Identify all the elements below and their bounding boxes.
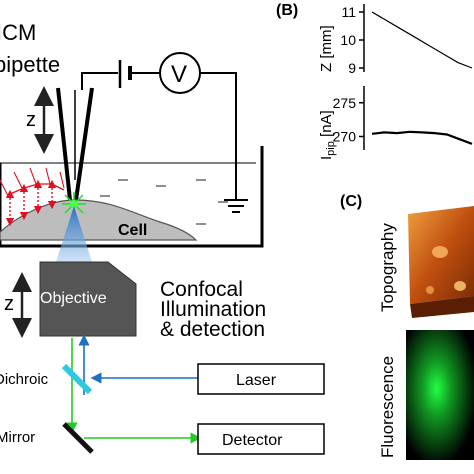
topography-image [408, 206, 474, 318]
laser-box [197, 363, 325, 395]
z-series-line [371, 11, 473, 69]
confocal-line3: & detection [160, 318, 265, 341]
current-series-line [371, 130, 473, 145]
z-tick-label: 11 [341, 4, 356, 20]
current-axis-unit: [nA] [318, 110, 335, 141]
panel-c: (C) Topography Fluorescence [340, 193, 474, 460]
z-axis-label: Z [mm] [318, 25, 335, 72]
pipette-title-line1: ICM [0, 20, 36, 45]
circuit-wire [81, 72, 118, 90]
pipette-left-wall [56, 87, 72, 201]
laser-label: Laser [236, 372, 277, 389]
fluorescence-spot [62, 192, 86, 216]
current-tick-label: 270 [333, 129, 357, 145]
z-tick-label: 9 [348, 60, 356, 76]
current-axis-label: Ipip [nA] [318, 110, 337, 160]
objective-lens [39, 261, 137, 337]
detector-box [197, 423, 325, 455]
cell-label: Cell [118, 222, 147, 239]
objective-label: Objective [40, 290, 107, 307]
panel-c-label: (C) [340, 193, 362, 210]
current-tick-label: 275 [333, 95, 357, 111]
z-tick-label: 10 [340, 32, 356, 48]
panel-a: ICM pipette V z [0, 20, 325, 455]
petri-dish [0, 146, 264, 248]
current-plot [371, 130, 473, 145]
objective-z-label: z [4, 293, 14, 315]
panel-b: (B) Z [mm] 11 10 9 Ipip [nA] 275 270 [276, 2, 473, 160]
fluorescence-label: Fluorescence [378, 356, 397, 458]
pipette-title-line2: pipette [0, 52, 60, 77]
circuit-wire [200, 72, 237, 200]
pipette-right-wall [74, 87, 94, 201]
mirror [62, 422, 94, 454]
detector-label: Detector [222, 432, 283, 449]
z-label: z [26, 109, 36, 131]
confocal-line1: Confocal [160, 278, 243, 301]
mirror-label: Mirror [0, 429, 35, 446]
topography-label: Topography [378, 223, 397, 312]
excitation-cone [56, 206, 92, 262]
confocal-line2: Illumination [160, 298, 266, 321]
panel-b-label: (B) [276, 2, 298, 19]
voltmeter-symbol: V [171, 61, 187, 88]
hopping-arrows [0, 167, 65, 227]
z-ticks: 11 10 9 [340, 4, 364, 76]
dichroic-label: Dichroic [0, 371, 49, 388]
z-plot [371, 11, 473, 69]
fluorescence-image [406, 330, 474, 460]
cell-body [0, 199, 198, 241]
current-axis-subscript: pip [325, 141, 337, 156]
current-ticks: 275 270 [333, 95, 364, 145]
dichroic-mirror [61, 363, 93, 395]
